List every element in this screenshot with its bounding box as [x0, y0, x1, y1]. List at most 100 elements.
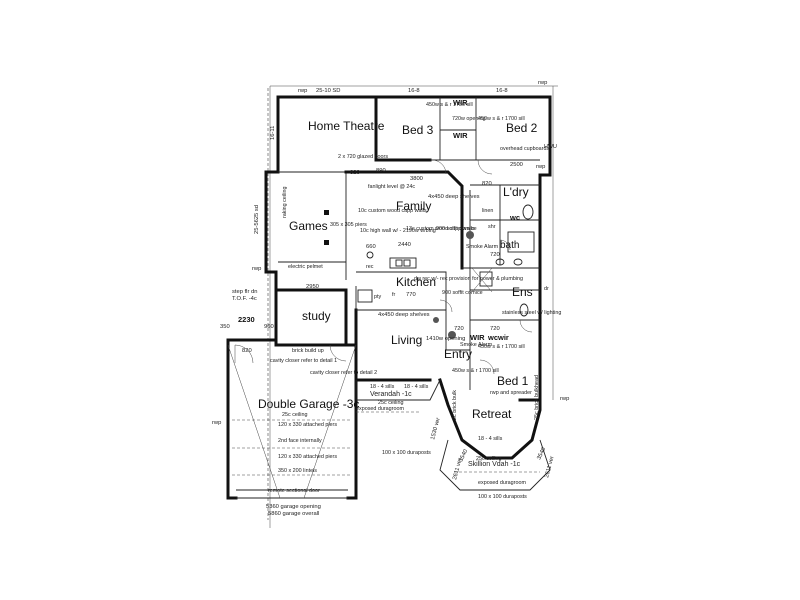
- room-double-garage: Double Garage -3c: [258, 397, 359, 411]
- smoke-alarm-icon: [433, 317, 439, 323]
- dim-top-mid: 16-8: [408, 88, 420, 94]
- note-wir-shelf2: 450w s & r 1700 sill: [478, 116, 525, 122]
- dim-2950: 2950: [306, 284, 319, 290]
- note-posts2: 100 x 100 duraposts: [478, 494, 527, 500]
- room-wir-4: WIR: [470, 333, 485, 342]
- room-entry: Entry: [444, 347, 472, 361]
- dim-2230: 2230: [238, 315, 255, 324]
- dim-820b: 820: [242, 348, 252, 354]
- note-dr: dr: [544, 286, 549, 292]
- room-wir-2: WIR: [453, 131, 468, 140]
- smoke-alarms: [433, 231, 474, 339]
- dim-660: 660: [366, 244, 376, 250]
- room-verandah: Verandah -1c: [370, 391, 412, 398]
- dim-step: step flr dn: [232, 289, 257, 295]
- note-beam3: 120 x 330 attached piers: [278, 454, 337, 460]
- door-swings: [234, 159, 533, 375]
- dim-shelves-a: 4x450 deep shelves: [428, 194, 480, 200]
- note-soffit: 900 soffit cornice: [436, 226, 477, 232]
- dim-2440: 2440: [398, 242, 411, 248]
- room-skillion: Skillion Vdah -1c: [468, 461, 521, 468]
- note-rec: rec: [366, 264, 374, 270]
- dim-rwp-right: rwp: [560, 396, 569, 402]
- note-smoke2: Smoke Alarm: [460, 342, 493, 348]
- dim-left-vert2: 16-11: [270, 126, 276, 140]
- dim-shelves-b: 4x450 deep shelves: [378, 312, 430, 318]
- note-bed1-brick: 25c brick bulkhead: [534, 375, 540, 420]
- note-high-wall: 10c high wall w/ - 2190w w/bing: [360, 228, 436, 234]
- note-overhead: overhead cupboards: [500, 146, 549, 152]
- note-beam1: 120 x 330 attached piers: [278, 422, 337, 428]
- kitchen-fixtures: [357, 251, 417, 303]
- note-hwu: HWU: [544, 144, 557, 150]
- dim-890: 890: [376, 168, 386, 174]
- dim-top-left: 25-10 SD: [316, 88, 341, 94]
- note-soffit2: 900 soffit cornice: [442, 290, 483, 296]
- note-wir-shelf1: 450w s & r 1780 sill: [426, 102, 473, 108]
- room-ens: Ens: [512, 285, 533, 299]
- note-garage-ceiling: 25c ceiling: [282, 412, 307, 418]
- note-fr: fr: [392, 292, 395, 298]
- room-bed-3: Bed 3: [402, 123, 434, 137]
- verandahs: [355, 379, 551, 491]
- smoke-alarm-icon: [448, 331, 456, 339]
- dim-tof: T.O.F. -4c: [232, 296, 257, 302]
- room-wc-2: wc: [487, 333, 498, 342]
- room-kitchen: Kitchen: [396, 275, 436, 289]
- note-linen: linen: [482, 208, 493, 214]
- note-robe: rwp and spreader: [490, 390, 532, 396]
- dim-820a: 820: [350, 170, 360, 176]
- dimensions: 25-10 SD 16-8 16-8 rwp rwp rwp rwp rwp r…: [212, 80, 569, 517]
- dim-720b: 720: [454, 326, 464, 332]
- piers: [324, 210, 329, 245]
- note-ens: stainless steel w/ lighting: [502, 310, 561, 316]
- dim-1410: 1410w opening: [426, 336, 465, 342]
- room-wir-3: wir: [497, 333, 509, 342]
- dim-2611b: 2611 ver: [544, 456, 556, 479]
- dim-garage-width2: 5860 garage overall: [268, 511, 319, 517]
- room-retreat: Retreat: [472, 407, 512, 421]
- note-wir-shelf4: 450w s & r 1700 sill: [452, 368, 499, 374]
- note-exposed2: exposed duragroom: [478, 480, 526, 486]
- note-verandah-ceiling: 25c ceiling: [378, 400, 403, 406]
- note-cust-walls2: 13c custom wood capp walls: [406, 226, 475, 232]
- room-wir-1: WIR: [453, 98, 468, 107]
- note-brick-build: brick build up: [292, 348, 324, 354]
- dim-3800: 3800: [410, 176, 423, 182]
- note-electric: electric pelmet: [288, 264, 323, 270]
- dim-3540a: 3540: [458, 449, 469, 463]
- dim-rwp-tl: rwp: [298, 88, 307, 94]
- room-family: Family: [396, 199, 431, 213]
- note-cust-walls: 10c custom wood capp walls: [358, 208, 427, 214]
- room-ldry: L'dry: [503, 185, 529, 199]
- dim-garage-width1: 5360 garage opening: [266, 504, 321, 510]
- dim-3540b: 3540: [536, 447, 547, 461]
- dim-rwp-tr: rwp: [538, 80, 547, 86]
- room-bath: bath: [500, 240, 519, 251]
- note-dw-rec: dw rec w/- rec provision for power & plu…: [414, 276, 523, 282]
- note-fanlight: fanlight level @ 24c: [368, 184, 415, 190]
- note-smoke1: Smoke Alarm: [466, 244, 499, 250]
- note-remote-door: remote sectional door: [268, 488, 320, 494]
- note-glazed-doors: 2 x 720 glazed doors: [338, 154, 388, 160]
- note-beam4: 350 x 200 lintels: [278, 468, 317, 474]
- note-piers: 305 x 305 piers: [330, 222, 367, 228]
- room-home-theatre: Home Theatre: [308, 119, 385, 133]
- dim-left-vert: 25-5625 sd: [254, 205, 260, 234]
- room-living: Living: [391, 333, 422, 347]
- room-labels: Home Theatre Bed 3 Bed 2 Family Games L'…: [258, 98, 538, 468]
- note-opening-720: 720w opening: [452, 116, 486, 122]
- note-pty: pty: [374, 294, 381, 300]
- annotations: 450w s & r 1780 sill 450w s & r 1700 sil…: [268, 102, 561, 500]
- room-wc-1: wc: [509, 213, 520, 222]
- dim-rwp-right2: rwp: [536, 164, 545, 170]
- note-wir-shelf3: 450w s & r 1700 sill: [478, 344, 525, 350]
- note-sills3: 18 - 4 sills: [404, 384, 429, 390]
- room-bed-1: Bed 1: [497, 374, 529, 388]
- dim-2611a: 2611 ver: [452, 458, 464, 481]
- note-sills1: 18 - 4 sills: [370, 384, 395, 390]
- note-cavity2: cavity closer refer to detail 2: [310, 370, 377, 376]
- room-bed-2: Bed 2: [506, 121, 538, 135]
- dim-2500: 2500: [510, 162, 523, 168]
